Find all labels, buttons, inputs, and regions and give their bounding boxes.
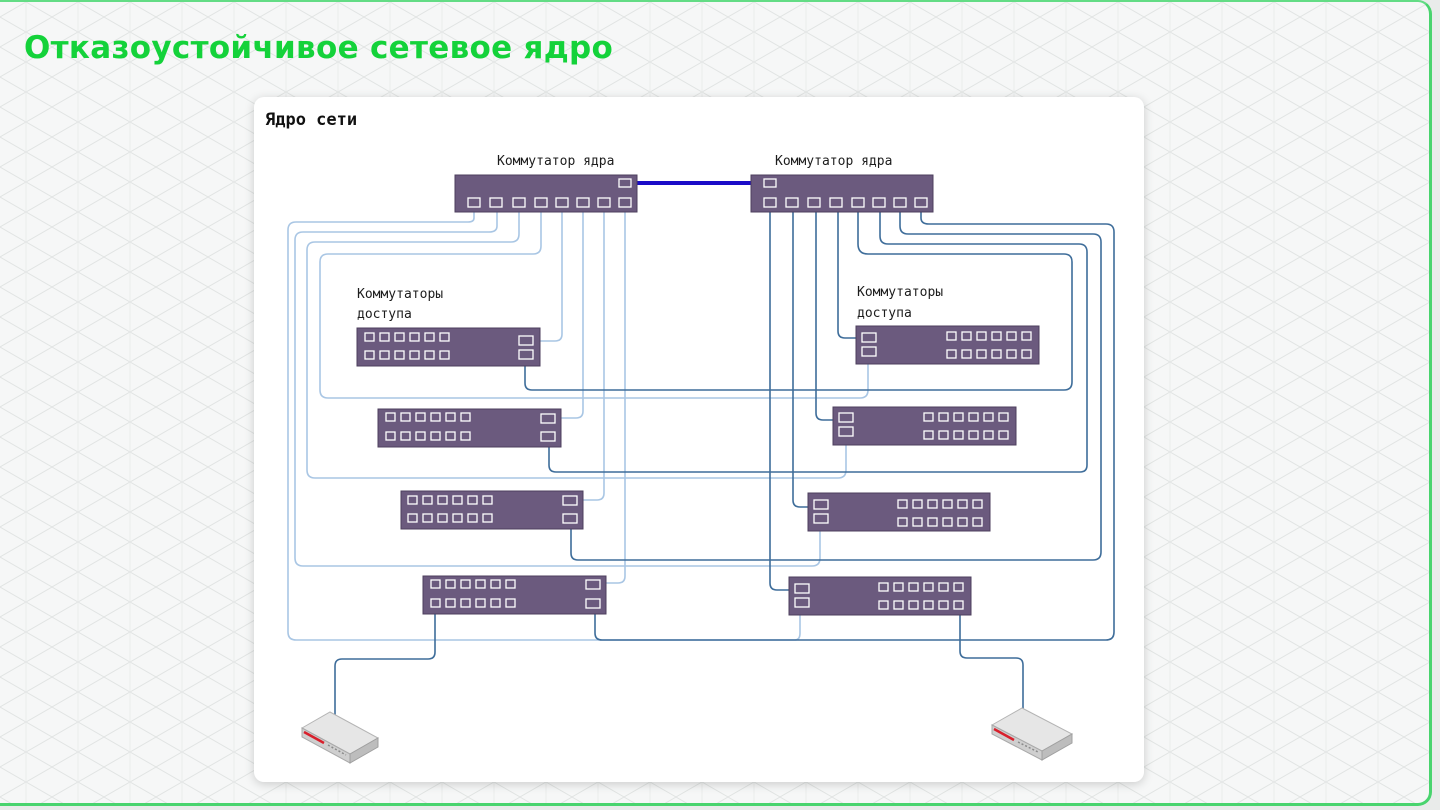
router-right-icon: [990, 707, 1074, 761]
link-right-core-to-access-l1: [524, 210, 1073, 391]
link-left-core-to-access-r3: [294, 210, 821, 567]
access-right-label-line1: Коммутаторы: [857, 285, 943, 300]
right-core-links: [524, 210, 1115, 641]
link-left-core-to-access-r2: [306, 210, 847, 479]
uplink-links: [334, 614, 1024, 716]
access-switch-right-3: [807, 492, 991, 532]
slide-title: Отказоустойчивое сетевое ядро: [24, 30, 614, 66]
link-right-core-to-access-r4: [769, 210, 796, 591]
panel-title: Ядро сети: [265, 110, 358, 130]
access-switch-right-4: [788, 576, 972, 616]
link-router-left: [334, 614, 436, 716]
core-switch-right-ports: [763, 178, 928, 208]
access-switch-right-2: [832, 406, 1017, 446]
link-router-right: [959, 614, 1024, 712]
link-right-core-to-access-r1: [837, 210, 864, 339]
core-switch-left: [454, 174, 638, 213]
access-switch-right-1: [855, 325, 1040, 365]
access-switch-left-4: [422, 575, 607, 615]
link-left-core-to-access-l3: [579, 210, 605, 501]
link-left-core-to-access-l1: [536, 210, 563, 342]
link-right-core-to-access-l2: [548, 210, 1088, 473]
core-switch-right: [750, 174, 934, 213]
link-right-core-to-access-l4: [594, 210, 1115, 641]
link-left-core-to-access-r1: [319, 210, 869, 399]
link-right-core-to-access-r2: [815, 210, 842, 421]
access-left-label-line1: Коммутаторы: [357, 287, 443, 302]
link-left-core-to-access-l2: [557, 210, 584, 419]
access-switch-left-3: [400, 490, 584, 530]
access-right-label-line2: доступа: [857, 306, 912, 321]
link-left-core-to-access-l4: [602, 210, 626, 584]
access-switch-left-2: [377, 408, 562, 448]
core-switch-left-label: Коммутатор ядра: [497, 154, 614, 169]
core-switch-left-ports: [467, 178, 632, 208]
access-switch-left-1: [356, 327, 541, 367]
router-left-icon: [300, 711, 380, 764]
core-switch-right-label: Коммутатор ядра: [775, 154, 892, 169]
access-left-label-line2: доступа: [357, 307, 412, 322]
link-right-core-to-access-r3: [792, 210, 819, 508]
link-right-core-to-access-l3: [570, 210, 1102, 561]
